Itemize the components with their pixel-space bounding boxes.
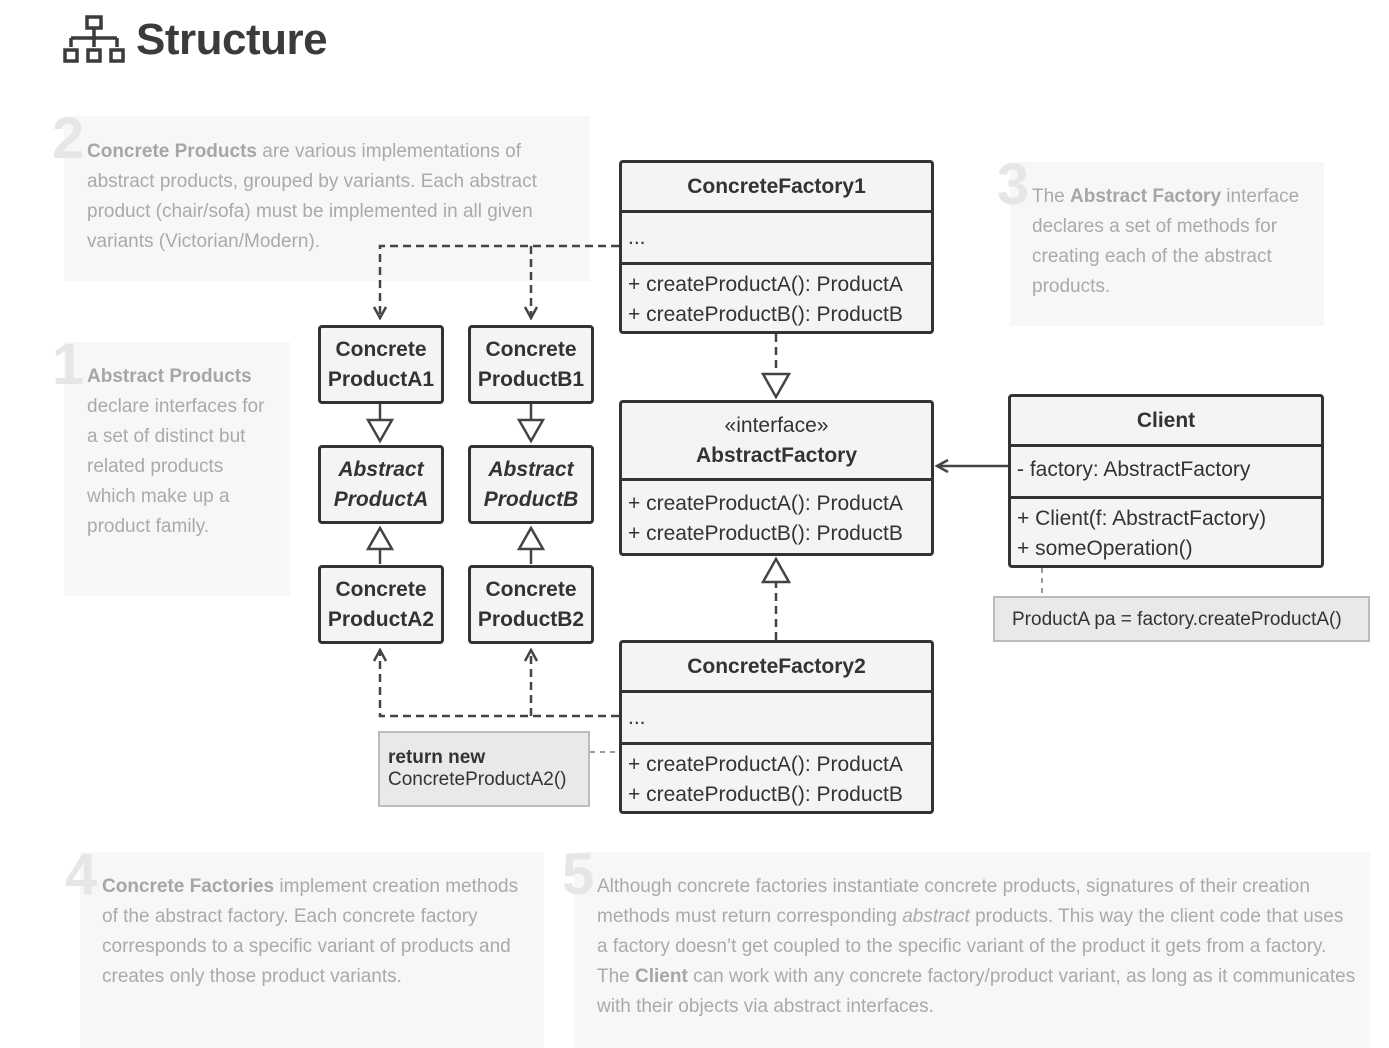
note-text-1: Abstract Products declare interfaces for… [87, 362, 277, 542]
class-name-line1: Concrete [335, 337, 427, 361]
class-methods: + createProductA(): ProductA + createPro… [622, 262, 931, 330]
class-name-line2: ProductB2 [477, 607, 585, 631]
class-concrete-product-a1: Concrete ProductA1 [318, 325, 444, 404]
cf2-realization-arrow [760, 556, 792, 584]
class-name-line2: ProductA [333, 487, 429, 511]
note-number-2: 2 [52, 106, 85, 171]
class-name-line2: ProductB1 [477, 367, 585, 391]
cf1-realization-arrow [760, 372, 792, 400]
note-body-3: interface declares a set of methods for … [1032, 186, 1300, 297]
note-abstract-products [64, 342, 290, 596]
note-number-4: 4 [65, 842, 98, 907]
note-client [574, 852, 1370, 1048]
class-fields: ... [622, 690, 931, 742]
cf2-dependency-line [380, 650, 619, 718]
class-name: AbstractFactory [695, 444, 858, 467]
note-concrete-products [64, 116, 590, 281]
class-client: Client - factory: AbstractFactory + Clie… [1008, 394, 1324, 568]
class-name: ConcreteFactory1 [687, 175, 866, 198]
method-create-a: + createProductA(): ProductA [628, 753, 903, 776]
cpb1-inherit-arrow [516, 418, 546, 444]
factory-code-keyword: return new [388, 747, 486, 768]
note-part2-5: products. This way the client code that … [597, 906, 1344, 987]
class-fields: ... [622, 210, 931, 262]
class-header: «interface» AbstractFactory [622, 403, 931, 478]
note-concrete-factories [80, 852, 544, 1048]
class-name-line1: Abstract [338, 457, 424, 481]
cpa1-inherit-arrow [365, 418, 395, 444]
method-some-operation: + someOperation() [1017, 537, 1193, 560]
class-abstract-product-b: Abstract ProductB [468, 445, 594, 524]
method-create-b: + createProductB(): ProductB [628, 783, 903, 806]
class-concrete-product-b2: Concrete ProductB2 [468, 565, 594, 644]
class-concrete-product-b1: Concrete ProductB1 [468, 325, 594, 404]
class-name-line2: ProductB [483, 487, 579, 511]
note-text-2: Concrete Products are various implementa… [87, 137, 577, 257]
note-part3-5: can work with any concrete factory/produ… [597, 966, 1356, 1017]
cf1-dependency-line [380, 244, 619, 318]
note-number-5: 5 [562, 842, 595, 907]
method-create-b: + createProductB(): ProductB [628, 303, 903, 326]
note-body-4: implement creation methods of the abstra… [102, 876, 519, 987]
class-name-line2: ProductA1 [327, 367, 435, 391]
class-name-line1: Abstract [488, 457, 574, 481]
note-italic-5: abstract [902, 906, 970, 927]
note-bold-3: Abstract Factory [1070, 186, 1222, 207]
note-bold-5: Client [635, 966, 688, 987]
note-text-3: The Abstract Factory interface declares … [1032, 182, 1312, 302]
note-text-4: Concrete Factories implement creation me… [102, 872, 532, 992]
class-name: Client [1136, 409, 1196, 432]
method-constructor: + Client(f: AbstractFactory) [1017, 507, 1267, 530]
class-name-line2: ProductA2 [327, 607, 435, 631]
class-methods: + Client(f: AbstractFactory) + someOpera… [1011, 496, 1321, 564]
class-methods: + createProductA(): ProductA + createPro… [622, 742, 931, 810]
note-abstract-factory [1010, 162, 1324, 326]
method-create-a: + createProductA(): ProductA [628, 273, 903, 296]
cpa2-inherit-arrow [365, 525, 395, 551]
factory-code-note: return new ConcreteProductA2() [378, 731, 590, 807]
note-bold-4: Concrete Factories [102, 876, 275, 897]
note-body-2: are various implementations of abstract … [87, 141, 537, 252]
class-concrete-factory-2: ConcreteFactory2 ... + createProductA():… [619, 640, 934, 814]
client-code-text: ProductA pa = factory.createProductA() [1012, 609, 1342, 630]
class-field-factory: - factory: AbstractFactory [1011, 444, 1321, 496]
factory-code-text: ConcreteProductA2() [388, 769, 567, 790]
class-abstract-product-a: Abstract ProductA [318, 445, 444, 524]
method-create-b: + createProductB(): ProductB [628, 522, 903, 545]
class-name-line1: Concrete [485, 577, 577, 601]
stereotype-label: «interface» [724, 414, 829, 437]
class-abstract-factory: «interface» AbstractFactory + createProd… [619, 400, 934, 556]
note-bold-1: Abstract Products [87, 366, 252, 387]
class-methods: + createProductA(): ProductA + createPro… [622, 478, 931, 549]
note-text-5: Although concrete factories instantiate … [597, 872, 1357, 1022]
method-create-a: + createProductA(): ProductA [628, 492, 903, 515]
note-pre-3: The [1032, 186, 1071, 207]
class-name: ConcreteFactory2 [687, 655, 866, 678]
note-bold-2: Concrete Products [87, 141, 257, 162]
class-concrete-factory-1: ConcreteFactory1 ... + createProductA():… [619, 160, 934, 334]
client-code-note: ProductA pa = factory.createProductA() [993, 596, 1370, 642]
structure-icon [63, 15, 125, 63]
note-part1-5: Although concrete factories instantiate … [597, 876, 1310, 927]
note-body-1: declare interfaces for a set of distinct… [87, 396, 265, 537]
class-concrete-product-a2: Concrete ProductA2 [318, 565, 444, 644]
class-name-line1: Concrete [335, 577, 427, 601]
cpb2-inherit-arrow [516, 525, 546, 551]
page-title: Structure [136, 15, 328, 64]
class-name-line1: Concrete [485, 337, 577, 361]
note-number-3: 3 [997, 152, 1030, 217]
note-number-1: 1 [52, 332, 85, 397]
